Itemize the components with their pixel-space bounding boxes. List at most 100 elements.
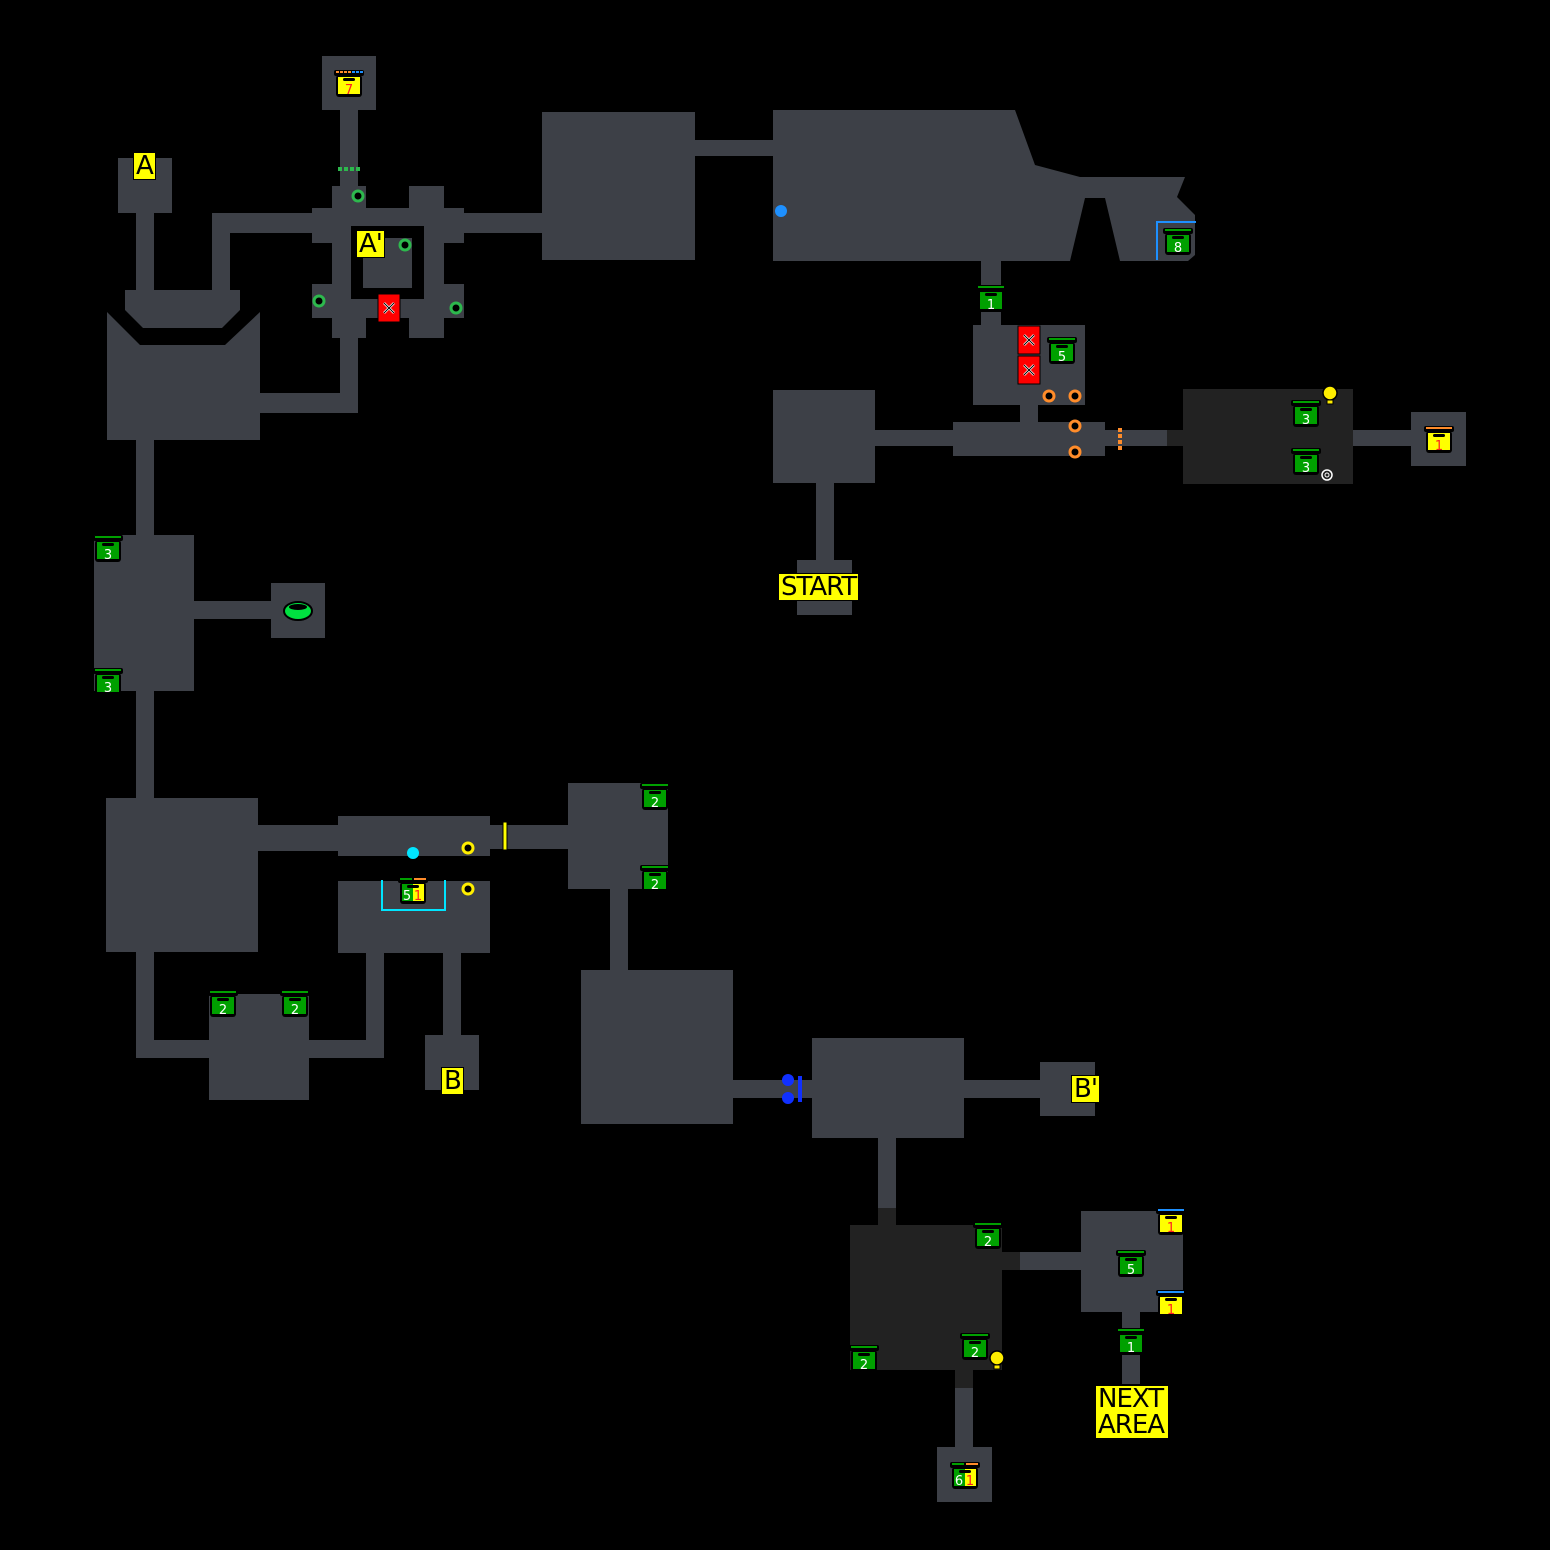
orange-gate-icon [1118,428,1122,432]
chest-green-icon[interactable]: 1 [1116,1328,1146,1356]
chest-count: 2 [219,1003,227,1018]
map-room [773,390,875,483]
locked-block-icon[interactable] [1017,355,1041,385]
map-room [106,798,258,952]
map-room [581,970,733,1124]
dark-room [878,1208,896,1228]
blue-switch-icon[interactable] [782,1074,794,1086]
chest-count: 2 [971,1346,979,1361]
green-ring-icon[interactable] [449,301,463,315]
start-label[interactable]: START [778,573,860,601]
chest-yellow-icon[interactable]: 1 [1156,1290,1186,1318]
locked-block-icon[interactable] [377,293,401,323]
chest-count: 1 [1435,439,1443,454]
chest-green-icon[interactable]: 2 [973,1222,1003,1250]
green-gate-icon [356,167,360,171]
orange-ring-icon[interactable] [1068,419,1082,433]
waypoint-label-a-prime[interactable]: A' [356,230,385,258]
chest-yellow-icon[interactable]: 1 [1156,1208,1186,1236]
warp-pipe-hole [289,604,307,610]
map-room [340,110,358,186]
chest-green-icon[interactable]: 3 [1291,400,1321,428]
orange-gate-icon [1118,446,1122,450]
map-room [816,483,834,563]
dark-room [1167,430,1185,446]
chest-green-icon[interactable]: 2 [640,865,670,893]
chest-count: 6 [955,1474,963,1489]
wall [366,186,409,208]
dark-room [1335,430,1353,446]
map-room [194,601,271,619]
orange-ring-icon[interactable] [1068,389,1082,403]
map-room [258,393,358,413]
chest-green-icon[interactable]: 2 [849,1345,879,1373]
dark-room [1183,389,1353,484]
map-room [125,290,240,328]
chest-count: 5 [403,889,411,904]
green-ring-icon[interactable] [398,238,412,252]
map-room [812,1038,964,1138]
orange-ring-icon[interactable] [1068,445,1082,459]
chest-count: 5 [1058,350,1066,365]
blue-dot-icon[interactable] [775,205,787,217]
chest-count: 3 [1302,413,1310,428]
chest-green-icon[interactable]: 8 [1156,221,1196,260]
yellow-ring-icon[interactable] [461,882,475,896]
map-room [490,825,568,849]
orange-gate-icon [1118,434,1122,438]
chest-green-icon[interactable]: 2 [960,1333,990,1361]
green-gate-icon [344,167,348,171]
map-room [136,213,154,293]
orange-ring-icon[interactable] [1042,389,1056,403]
chest-green-icon[interactable]: 3 [93,535,123,563]
cyan-dot-icon[interactable] [407,847,419,859]
hint-bulb-icon[interactable] [989,1350,1005,1370]
waypoint-label-a[interactable]: A [133,152,156,180]
chest-count: 1 [1127,1341,1135,1356]
map-room [953,422,1105,456]
dark-room [1002,1252,1020,1270]
chest-count: 5 [1127,1263,1135,1278]
green-gate-icon [350,167,354,171]
target-icon[interactable] [1321,469,1333,481]
chest-green-icon[interactable]: 2 [208,990,238,1018]
chest-green-icon[interactable]: 1 [976,285,1006,313]
chest-count: 1 [966,1474,974,1489]
next-area-line2: AREA [1098,1410,1165,1440]
map-room [258,825,338,851]
green-ring-icon[interactable] [351,189,365,203]
chest-green-icon[interactable]: 3 [1291,448,1321,476]
chest-yellow-icon[interactable]: 1 [1424,426,1454,454]
locked-block-icon[interactable] [1017,325,1041,355]
waypoint-label-b[interactable]: B [441,1067,464,1095]
yellow-gate-icon [502,821,508,851]
chest-count: 2 [860,1358,868,1373]
next-area-label[interactable]: NEXT AREA [1095,1385,1169,1439]
chest-green-icon[interactable]: 2 [640,783,670,811]
waypoint-label-b-prime[interactable]: B' [1071,1075,1100,1103]
chest-count: 1 [1167,1303,1175,1318]
map-room [1020,405,1038,425]
map-room [964,1080,1040,1098]
green-gate-icon [338,167,342,171]
blue-switch-icon[interactable] [782,1092,794,1104]
map-room-large [773,110,1195,261]
map-room [695,140,775,156]
hint-bulb-icon[interactable] [1322,385,1338,405]
chest-green-icon[interactable]: 3 [93,668,123,696]
map-room [212,213,332,233]
blue-gate-icon [798,1076,802,1102]
chest-green-icon[interactable]: 5 [1047,337,1077,365]
green-ring-icon[interactable] [312,294,326,308]
chest-count: 1 [987,298,995,313]
map-room [107,312,260,440]
map-room [136,1040,209,1058]
chest-green-icon[interactable]: 2 [280,990,310,1018]
chest-green-icon[interactable]: 5 [1116,1250,1146,1278]
chest-yellow-icon[interactable]: 7 [334,70,364,98]
dark-room [955,1370,973,1388]
yellow-ring-icon[interactable] [461,841,475,855]
map-room [1105,430,1167,446]
